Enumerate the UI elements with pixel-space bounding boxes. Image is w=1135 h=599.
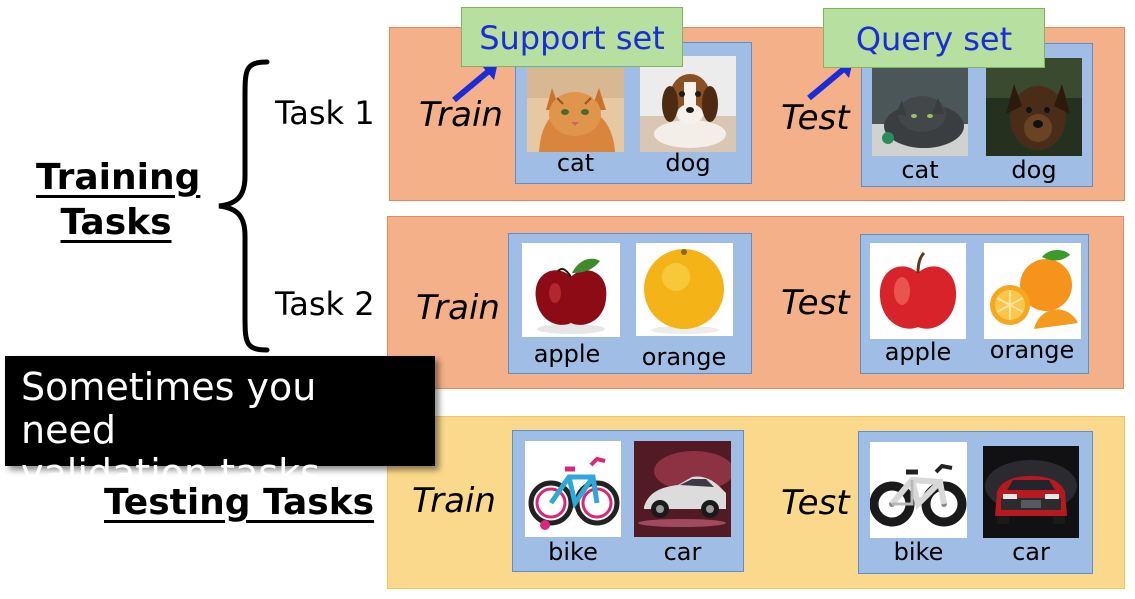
validation-note-line2: validation tasks bbox=[21, 450, 320, 495]
task-1-train-label-1: cat bbox=[556, 149, 595, 177]
training-tasks-line1: Training bbox=[36, 157, 201, 198]
training-tasks-label: Training Tasks bbox=[36, 155, 201, 245]
task-1-test-label-2: dog bbox=[1011, 156, 1057, 184]
testing-train-label: Train bbox=[412, 481, 496, 521]
orange-photo bbox=[636, 243, 733, 336]
testing-tasks-label: Testing Tasks bbox=[104, 482, 375, 523]
task-2-train-label-2: orange bbox=[641, 343, 727, 371]
apple-photo bbox=[522, 243, 620, 337]
query-set-callout: Query set bbox=[823, 8, 1045, 68]
task-2-test-label-2: orange bbox=[989, 336, 1075, 364]
testing-test-label-1: bike bbox=[893, 538, 944, 566]
task-1-label: Task 1 bbox=[275, 94, 375, 132]
task-2-test-label-1: apple bbox=[884, 338, 952, 366]
support-set-callout: Support set bbox=[461, 7, 683, 67]
apple-photo bbox=[870, 243, 966, 339]
cat-photo bbox=[527, 68, 624, 152]
bike-photo bbox=[870, 442, 967, 538]
validation-note-line1: Sometimes you need bbox=[21, 365, 317, 452]
dog-photo bbox=[640, 56, 736, 152]
task-1-train-label-2: dog bbox=[665, 149, 711, 177]
training-tasks-line2: Tasks bbox=[60, 202, 172, 243]
testing-train-label-1: bike bbox=[548, 538, 598, 566]
curly-brace-icon bbox=[218, 59, 270, 353]
validation-note: Sometimes you need validation tasks bbox=[5, 356, 435, 494]
cat-photo bbox=[872, 68, 968, 156]
task-1-train-label: Train bbox=[419, 95, 503, 135]
car-photo bbox=[634, 441, 731, 537]
testing-train-label-2: car bbox=[663, 538, 702, 566]
task-2-test-label: Test bbox=[781, 283, 850, 323]
task-1-test-label: Test bbox=[781, 98, 850, 138]
task-1-test-label-1: cat bbox=[901, 156, 939, 184]
dog-photo bbox=[986, 58, 1082, 156]
task-2-train-label: Train bbox=[416, 288, 500, 328]
orange-photo bbox=[984, 243, 1081, 339]
testing-test-label-2: car bbox=[1012, 538, 1050, 566]
task-2-train-label-1: apple bbox=[533, 340, 601, 368]
task-2-label: Task 2 bbox=[275, 285, 375, 323]
car-photo bbox=[983, 446, 1079, 538]
bike-photo bbox=[525, 441, 621, 537]
testing-test-label: Test bbox=[781, 483, 850, 523]
